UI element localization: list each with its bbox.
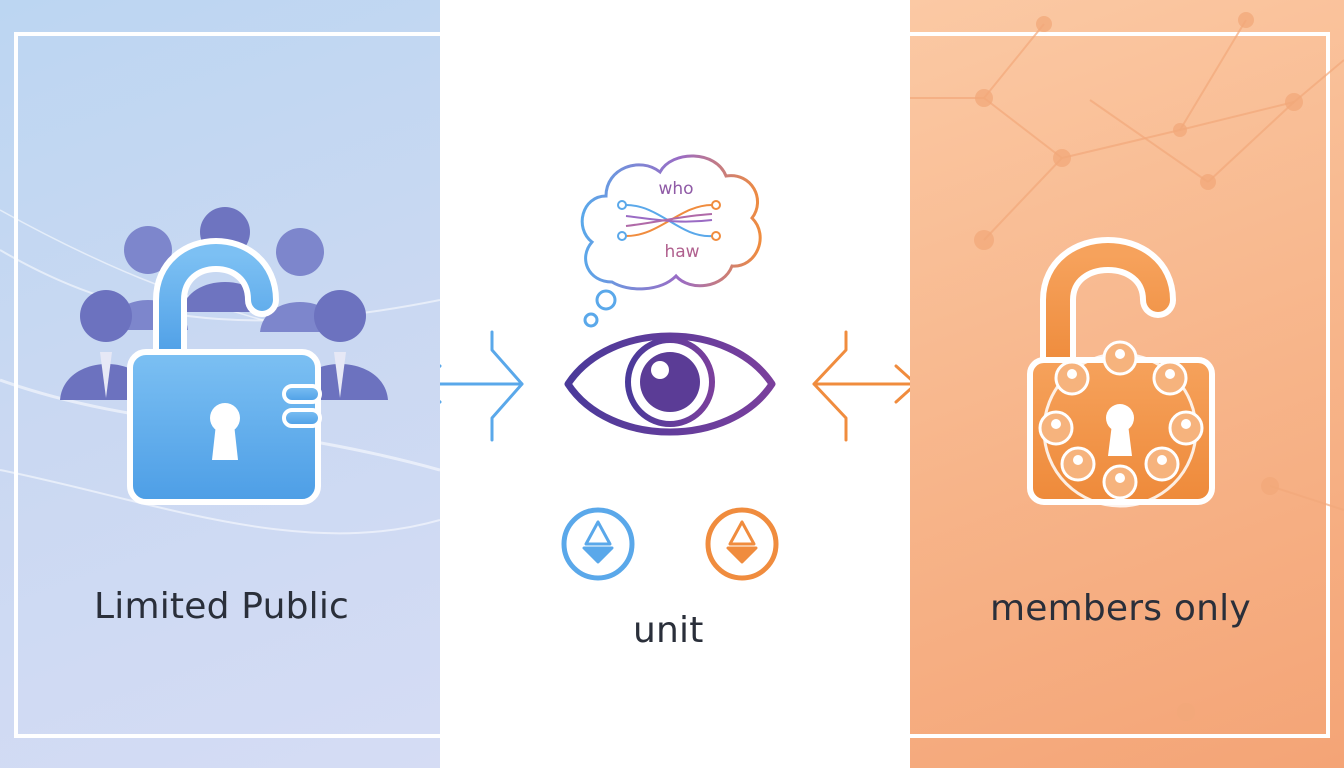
eye-icon <box>564 332 776 436</box>
limited-public-panel: Limited Public <box>0 0 440 768</box>
left-illustration <box>0 207 440 535</box>
thought-word-bottom: haw <box>664 242 699 262</box>
thought-word-top: who <box>658 179 693 199</box>
network-background <box>910 12 1344 721</box>
right-bidirectional-arrow-icon <box>812 330 910 442</box>
open-padlock-icon <box>127 238 322 505</box>
drop-scale-icon <box>582 520 614 564</box>
right-frame <box>910 32 1330 738</box>
keyhole-icon <box>210 403 240 460</box>
balance-link-icon <box>561 507 779 581</box>
middle-illustration: who haw <box>440 154 910 581</box>
drop-scale-icon <box>726 520 758 564</box>
member-heads <box>1051 349 1191 483</box>
left-bidirectional-arrow-icon <box>440 330 524 442</box>
members-only-panel: members only <box>910 0 1344 768</box>
right-illustration <box>910 12 1344 721</box>
unit-label: unit <box>633 610 704 651</box>
limited-public-label: Limited Public <box>94 586 350 627</box>
members-only-label: members only <box>990 588 1251 629</box>
unit-panel: who haw <box>440 0 910 768</box>
members-padlock-icon <box>1027 237 1215 508</box>
keyhole-icon <box>1106 404 1134 456</box>
crossing-paths-icon <box>617 200 721 241</box>
thought-cloud-icon: who haw <box>580 154 762 328</box>
